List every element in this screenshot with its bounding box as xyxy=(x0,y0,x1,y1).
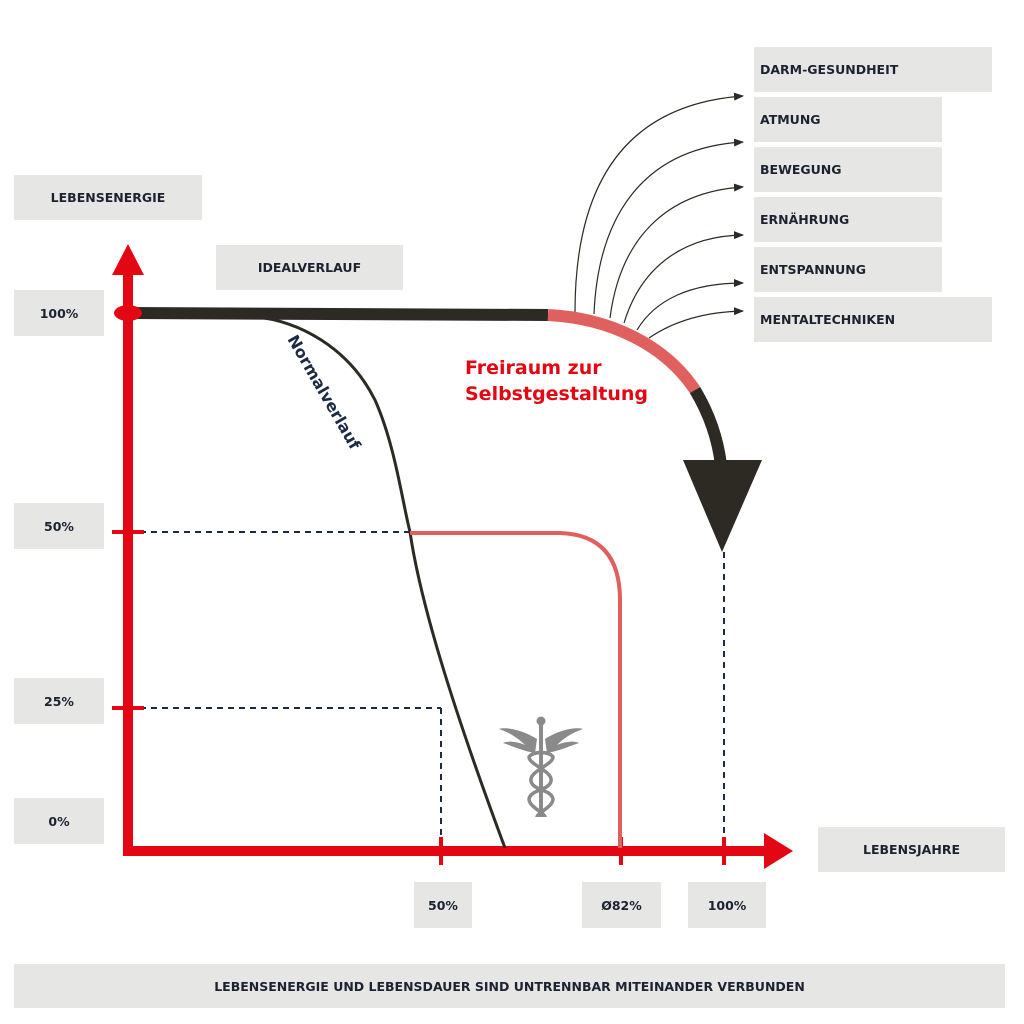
category-atmung: ATMUNG xyxy=(754,97,942,142)
ideal-start-dot xyxy=(114,305,142,321)
y-axis-arrowhead xyxy=(112,244,144,275)
guide-lines xyxy=(140,531,725,848)
average-lifespan-curve xyxy=(410,531,622,848)
y-tick-25: 25% xyxy=(14,678,104,724)
y-tick-50: 50% xyxy=(14,503,104,549)
arrow-atmung xyxy=(593,138,744,315)
arrow-ernaehrung xyxy=(623,231,744,324)
y-axis-title: LEBENSENERGIE xyxy=(14,175,202,220)
arrow-bewegung xyxy=(609,183,744,319)
caduceus-icon xyxy=(499,716,583,818)
category-arrows xyxy=(574,92,744,339)
x-tick-50: 50% xyxy=(414,882,472,928)
normal-curve xyxy=(244,314,507,849)
arrow-darm xyxy=(574,92,744,313)
y-tick-100: 100% xyxy=(14,290,104,336)
ideal-label: IDEALVERLAUF xyxy=(216,245,403,290)
ideal-arrowhead xyxy=(683,460,762,552)
tick-marks xyxy=(112,530,726,865)
category-darm: DARM-GESUNDHEIT xyxy=(754,47,992,92)
freiraum-label: Freiraum zur Selbstgestaltung xyxy=(465,355,648,407)
x-tick-82: Ø82% xyxy=(582,882,661,928)
category-ernaehrung: ERNÄHRUNG xyxy=(754,197,942,242)
category-entspannung: ENTSPANNUNG xyxy=(754,247,942,292)
x-tick-100: 100% xyxy=(688,882,766,928)
x-axis-arrowhead xyxy=(764,833,793,869)
freiraum-label-line1: Freiraum zur xyxy=(465,357,602,379)
category-mentaltechniken: MENTALTECHNIKEN xyxy=(754,297,992,342)
normal-curve-label: Normalverlauf xyxy=(284,332,365,454)
ideal-curve xyxy=(127,307,549,321)
arrow-entspannung xyxy=(636,279,744,331)
y-tick-0: 0% xyxy=(14,798,104,844)
x-axis-title: LEBENSJAHRE xyxy=(818,827,1005,872)
footer-caption: LEBENSENERGIE UND LEBENSDAUER SIND UNTRE… xyxy=(14,964,1005,1008)
ideal-descent xyxy=(689,386,727,466)
arrow-mentaltechniken xyxy=(648,307,744,339)
category-bewegung: BEWEGUNG xyxy=(754,147,942,192)
freiraum-segment xyxy=(547,309,700,394)
freiraum-label-line2: Selbstgestaltung xyxy=(465,383,649,405)
